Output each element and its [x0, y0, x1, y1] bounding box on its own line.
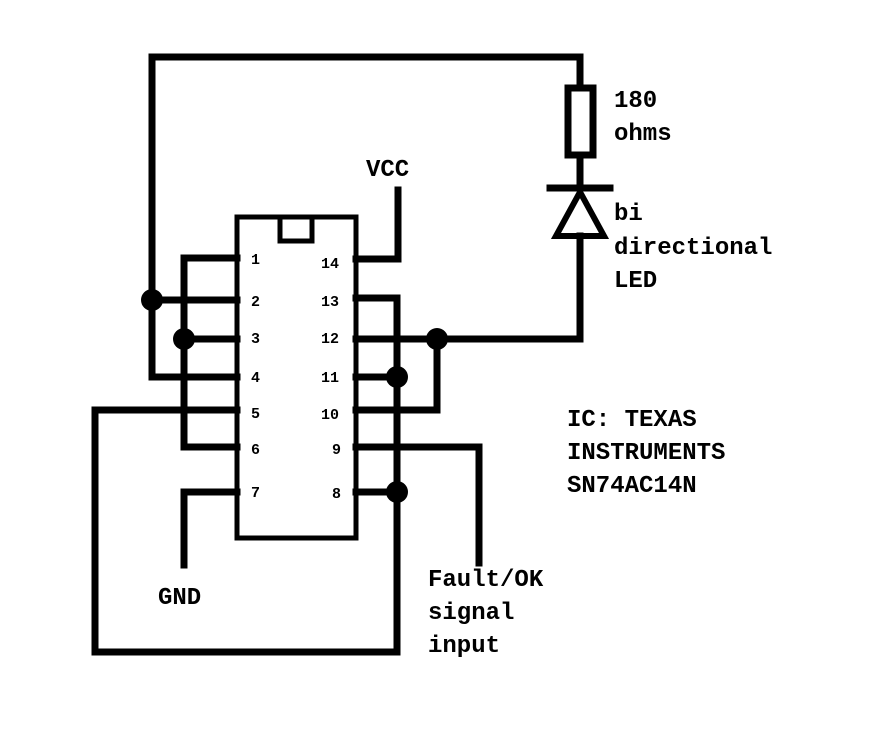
- resistor-unit-label: ohms: [614, 121, 672, 148]
- pin-label-11: 11: [321, 370, 339, 387]
- wire-pin10: [352, 335, 441, 414]
- vcc-label: VCC: [366, 157, 409, 184]
- led-triangle: [550, 185, 610, 239]
- input-label-line1: Fault/OK: [428, 567, 544, 594]
- pin-label-3: 3: [251, 331, 260, 348]
- ic-label-line1: IC: TEXAS: [567, 407, 697, 434]
- pin-label-13: 13: [321, 294, 339, 311]
- resistor-value-label: 180: [614, 88, 657, 115]
- junction-dot: [386, 366, 408, 388]
- wire-pin5-loop: [91, 294, 401, 656]
- ic-label-line2: INSTRUMENTS: [567, 440, 725, 467]
- pin-label-6: 6: [251, 442, 260, 459]
- input-label-line2: signal: [428, 600, 514, 627]
- input-label-line3: input: [428, 633, 500, 660]
- pin-label-9: 9: [332, 442, 341, 459]
- junction-dot: [141, 289, 163, 311]
- wire-top-loop: [148, 53, 584, 381]
- gnd-label: GND: [158, 585, 201, 612]
- led-label-line2: directional: [614, 235, 772, 262]
- pin-label-8: 8: [332, 486, 341, 503]
- junction-dot: [426, 328, 448, 350]
- junction-dot: [386, 481, 408, 503]
- ic-label-line3: SN74AC14N: [567, 473, 697, 500]
- resistor: [564, 84, 597, 159]
- led-label-line1: bi: [614, 201, 643, 228]
- wire-gnd-pin7: [180, 488, 241, 569]
- ic-notch: [277, 214, 315, 244]
- junction-dot: [173, 328, 195, 350]
- led-label-line3: LED: [614, 268, 657, 295]
- wire-pin9-input: [352, 443, 483, 567]
- pin-label-5: 5: [251, 406, 260, 423]
- pin-label-14: 14: [321, 256, 339, 273]
- pin-label-12: 12: [321, 331, 339, 348]
- wire-pin1-pin6-loop: [180, 254, 241, 451]
- pin-label-7: 7: [251, 485, 260, 502]
- wire-vcc: [352, 186, 402, 263]
- pin-label-1: 1: [251, 252, 260, 269]
- pin-label-2: 2: [251, 294, 260, 311]
- pin-label-4: 4: [251, 370, 260, 387]
- pin-label-10: 10: [321, 407, 339, 424]
